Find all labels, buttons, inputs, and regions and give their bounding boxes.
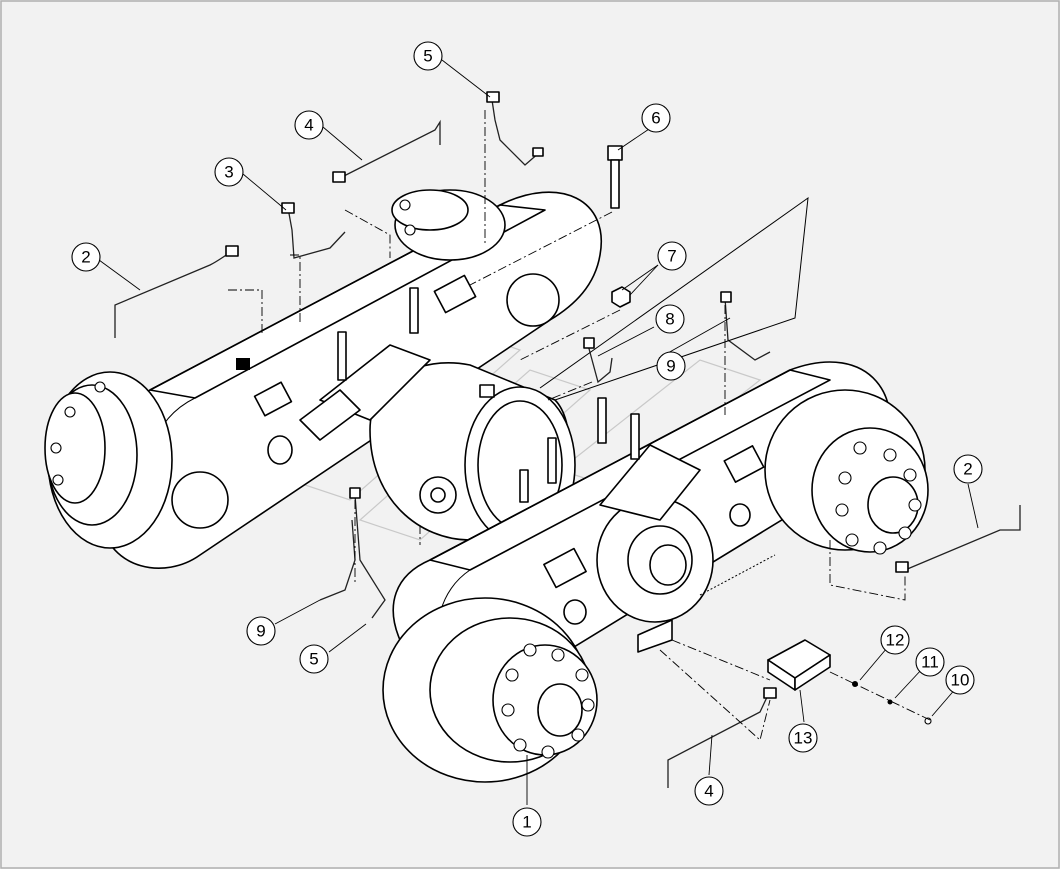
- callout-2-rear: 2: [71, 242, 101, 272]
- callout-9-top: 9: [656, 351, 686, 381]
- callout-2-rear-label: 2: [81, 248, 90, 267]
- part-11-washer: [887, 699, 893, 705]
- part-3-cable: [287, 207, 346, 259]
- callout-10: 10: [945, 665, 975, 695]
- center-studs: [337, 287, 640, 503]
- rear-left-hub: [44, 371, 173, 549]
- front-left-hub: [382, 597, 598, 783]
- callout-5-bottom-label: 5: [309, 650, 318, 669]
- callout-7: 7: [657, 241, 687, 271]
- part-13-bracket: [767, 639, 831, 691]
- part-7-nut: [611, 286, 631, 308]
- callout-5-top-label: 5: [423, 47, 432, 66]
- callout-3: 3: [214, 157, 244, 187]
- callout-12-label: 12: [886, 631, 905, 650]
- callout-1: 1: [512, 807, 542, 837]
- callout-11: 11: [915, 647, 945, 677]
- callout-3-label: 3: [224, 163, 233, 182]
- part-9-cable-top: [724, 297, 771, 361]
- callout-11-label: 11: [921, 653, 939, 672]
- callout-4-top: 4: [294, 110, 324, 140]
- front-right-hub: [764, 389, 929, 555]
- callout-9-top-label: 9: [666, 357, 675, 376]
- part-2-cable-front: [904, 505, 1021, 571]
- callout-5-bottom: 5: [299, 644, 329, 674]
- part-12-washer: [852, 681, 858, 687]
- part-6-bolt: [607, 145, 623, 209]
- leader-lines: [98, 59, 979, 805]
- callout-6-label: 6: [651, 109, 660, 128]
- part-4-cable-bottom: [667, 694, 769, 788]
- rear-gearcase-cover: [171, 471, 229, 529]
- rear-right-hub: [391, 189, 506, 261]
- rear-gearcase-cover-top: [506, 273, 560, 327]
- callout-12: 12: [880, 625, 910, 655]
- callout-5-top: 5: [413, 41, 443, 71]
- part-5-cable-top: [491, 99, 541, 166]
- mounting-plate: [637, 619, 673, 653]
- callout-10-label: 10: [951, 671, 970, 690]
- callout-13-label: 13: [794, 729, 813, 748]
- callout-13: 13: [788, 723, 818, 753]
- callout-8: 8: [655, 304, 685, 334]
- callout-2-front: 2: [953, 454, 983, 484]
- callout-1-label: 1: [522, 813, 531, 832]
- part-8-cable: [587, 344, 613, 384]
- part-9-cable-bottom: [319, 519, 356, 601]
- callout-6: 6: [641, 103, 671, 133]
- part-4-cable-top: [335, 119, 441, 181]
- callout-7-label: 7: [667, 247, 676, 266]
- callout-9-bottom: 9: [246, 616, 276, 646]
- callout-4-bottom-label: 4: [704, 782, 713, 801]
- callout-2-front-label: 2: [963, 460, 972, 479]
- sensor-cables: [114, 91, 1021, 788]
- callout-4-bottom: 4: [694, 776, 724, 806]
- callout-8-label: 8: [665, 310, 674, 329]
- part-2-cable-rear: [114, 251, 233, 338]
- callout-9-bottom-label: 9: [256, 622, 265, 641]
- part-5-cable-bottom: [354, 494, 386, 619]
- callout-4-top-label: 4: [304, 116, 313, 135]
